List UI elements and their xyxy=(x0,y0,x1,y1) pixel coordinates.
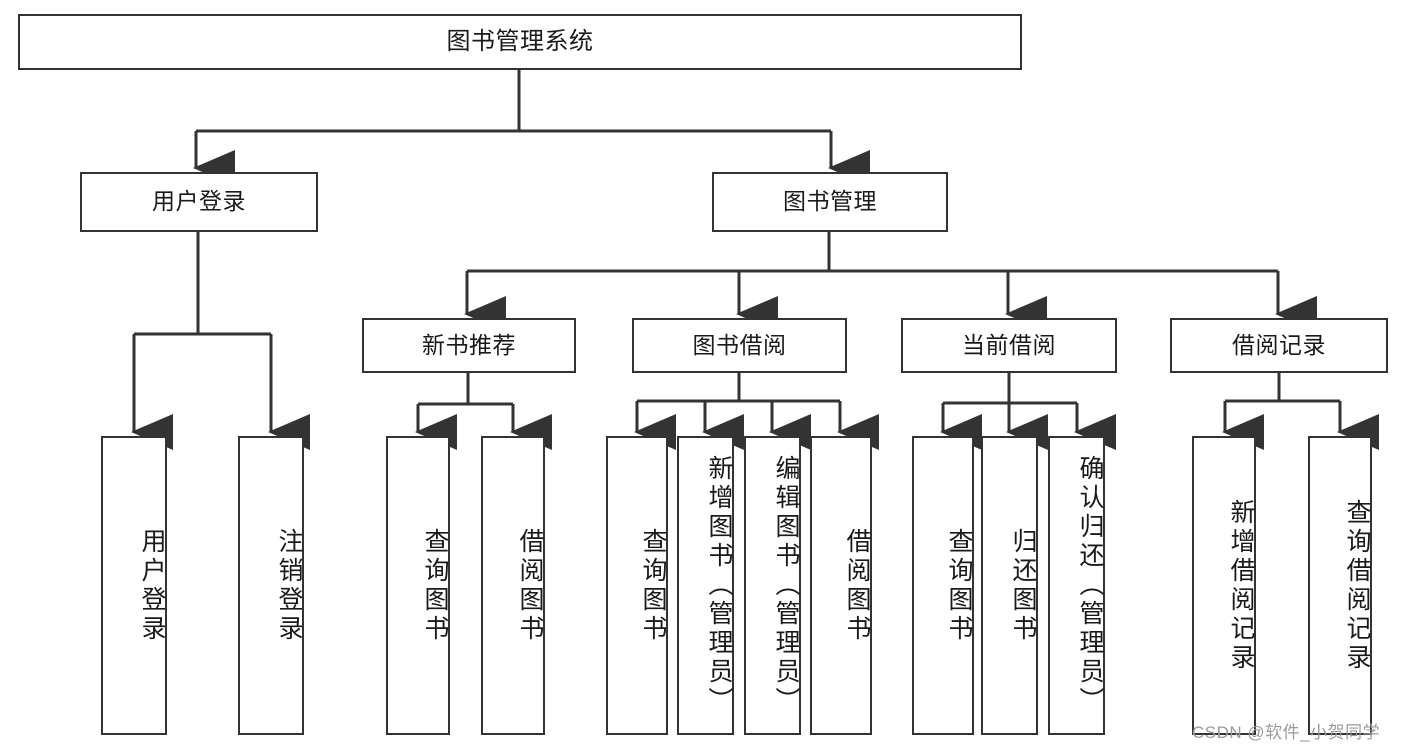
leaf-query-book-current[interactable]: 查询图书 xyxy=(912,436,974,735)
node-current-borrow[interactable]: 当前借阅 xyxy=(901,318,1117,373)
node-borrow-record[interactable]: 借阅记录 xyxy=(1170,318,1388,373)
node-book-borrow[interactable]: 图书借阅 xyxy=(632,318,847,373)
leaf-borrow-book-recommend[interactable]: 借阅图书 xyxy=(481,436,545,735)
watermark-credit: CSDN @软件_小贺同学 xyxy=(1192,723,1381,742)
leaf-return-book[interactable]: 归还图书 xyxy=(981,436,1038,735)
node-book-management[interactable]: 图书管理 xyxy=(712,172,948,232)
leaf-edit-book-admin[interactable]: 编辑图书（管理员） xyxy=(744,436,801,735)
leaf-add-borrow-record[interactable]: 新增借阅记录 xyxy=(1192,436,1256,735)
node-user-login[interactable]: 用户登录 xyxy=(80,172,318,232)
leaf-query-book-recommend[interactable]: 查询图书 xyxy=(386,436,450,735)
leaf-add-book-admin[interactable]: 新增图书（管理员） xyxy=(677,436,734,735)
leaf-lend-book[interactable]: 借阅图书 xyxy=(810,436,872,735)
leaf-user-login[interactable]: 用户登录 xyxy=(101,436,167,735)
leaf-confirm-return-admin[interactable]: 确认归还（管理员） xyxy=(1048,436,1105,735)
leaf-query-book-borrow[interactable]: 查询图书 xyxy=(606,436,668,735)
leaf-user-logout[interactable]: 注销登录 xyxy=(238,436,304,735)
node-new-book-recommend[interactable]: 新书推荐 xyxy=(362,318,576,373)
leaf-query-borrow-record[interactable]: 查询借阅记录 xyxy=(1308,436,1372,735)
node-root-system[interactable]: 图书管理系统 xyxy=(18,14,1022,70)
